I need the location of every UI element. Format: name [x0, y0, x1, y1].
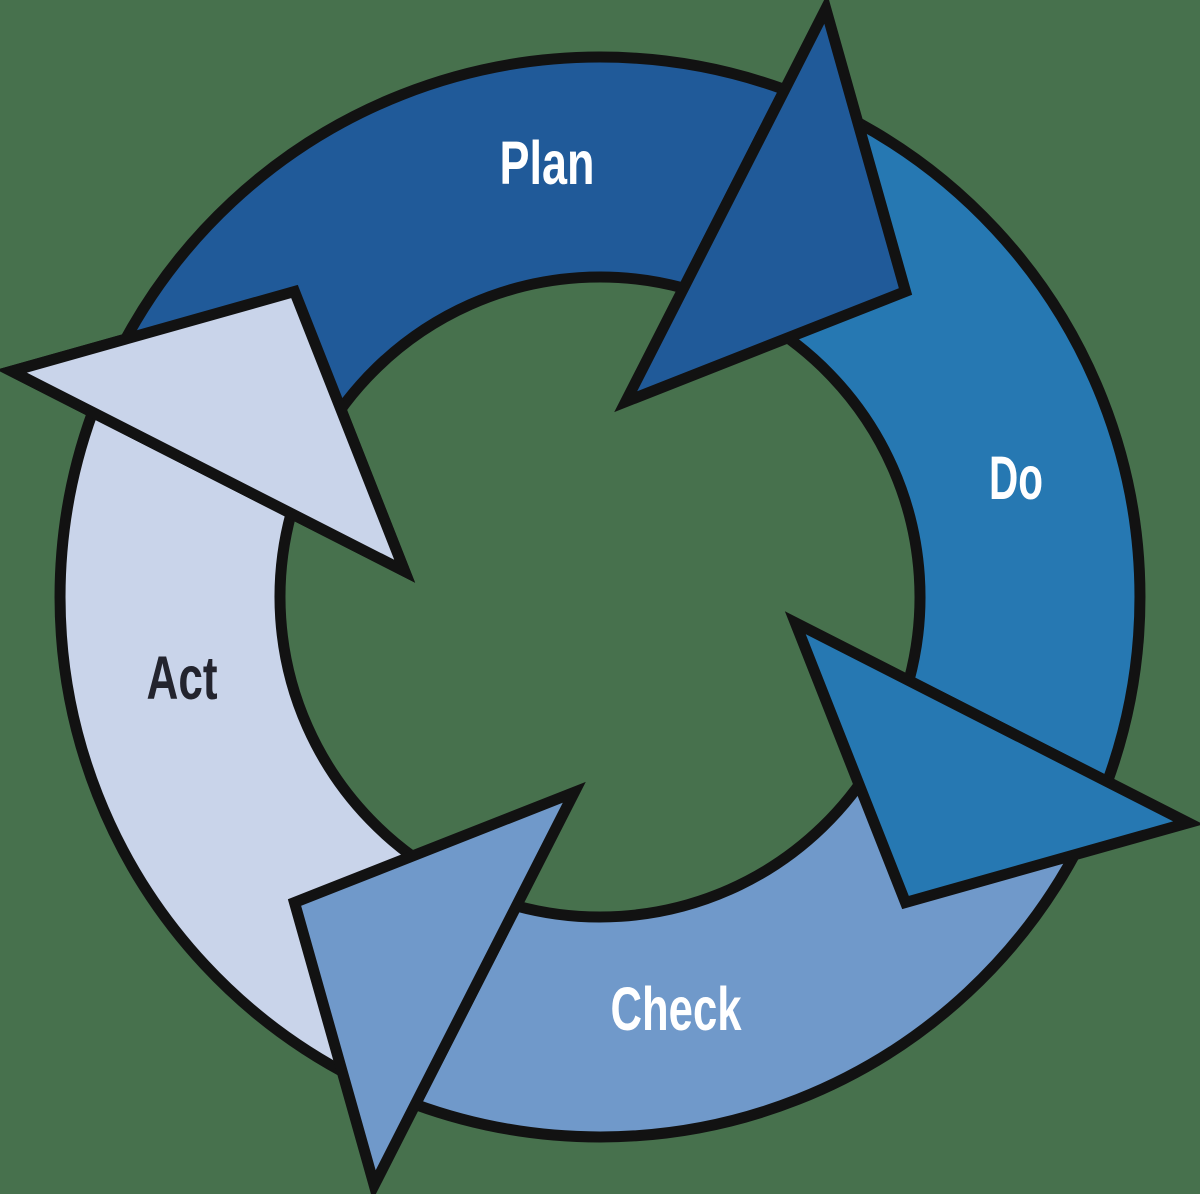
- arrow-plan-head: [614, 0, 913, 413]
- arrow-check-head: [287, 781, 586, 1194]
- do-label: Do: [989, 444, 1043, 512]
- act-label: Act: [147, 644, 218, 712]
- labels-layer: Plan Do Check Act: [147, 129, 1044, 1043]
- arrow-act-head-overlay: [0, 284, 416, 583]
- check-label: Check: [611, 975, 742, 1043]
- plan-label: Plan: [500, 129, 595, 197]
- arrow-do-head: [784, 611, 1200, 910]
